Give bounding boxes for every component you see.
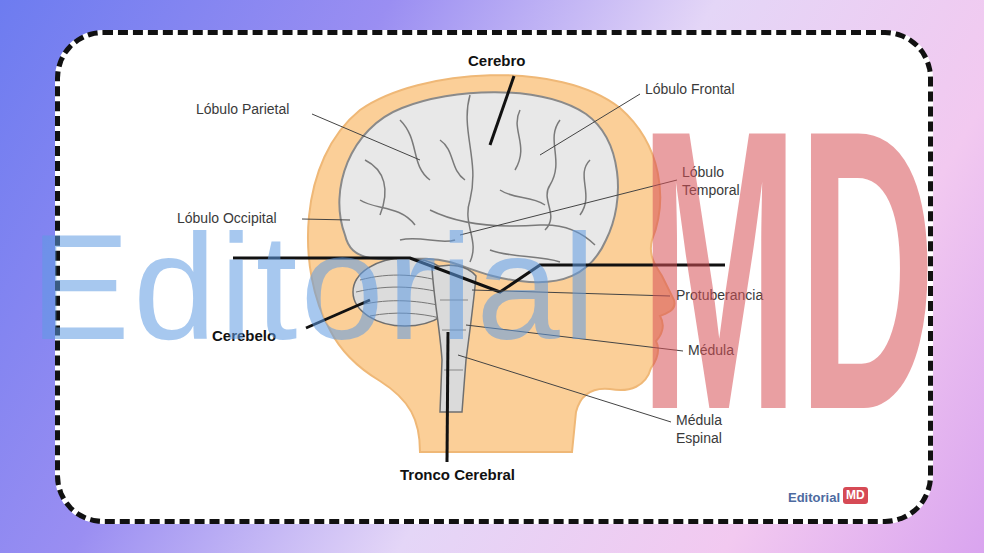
- part-label: Tronco Cerebral: [400, 466, 515, 485]
- watermark: MD: [640, 70, 935, 469]
- watermark: Editorial: [30, 212, 599, 362]
- part-label: Cerebro: [468, 52, 526, 71]
- part-label: Lóbulo Parietal: [196, 101, 289, 119]
- logo-text: MD: [843, 487, 868, 504]
- logo-text: Editorial: [788, 490, 840, 506]
